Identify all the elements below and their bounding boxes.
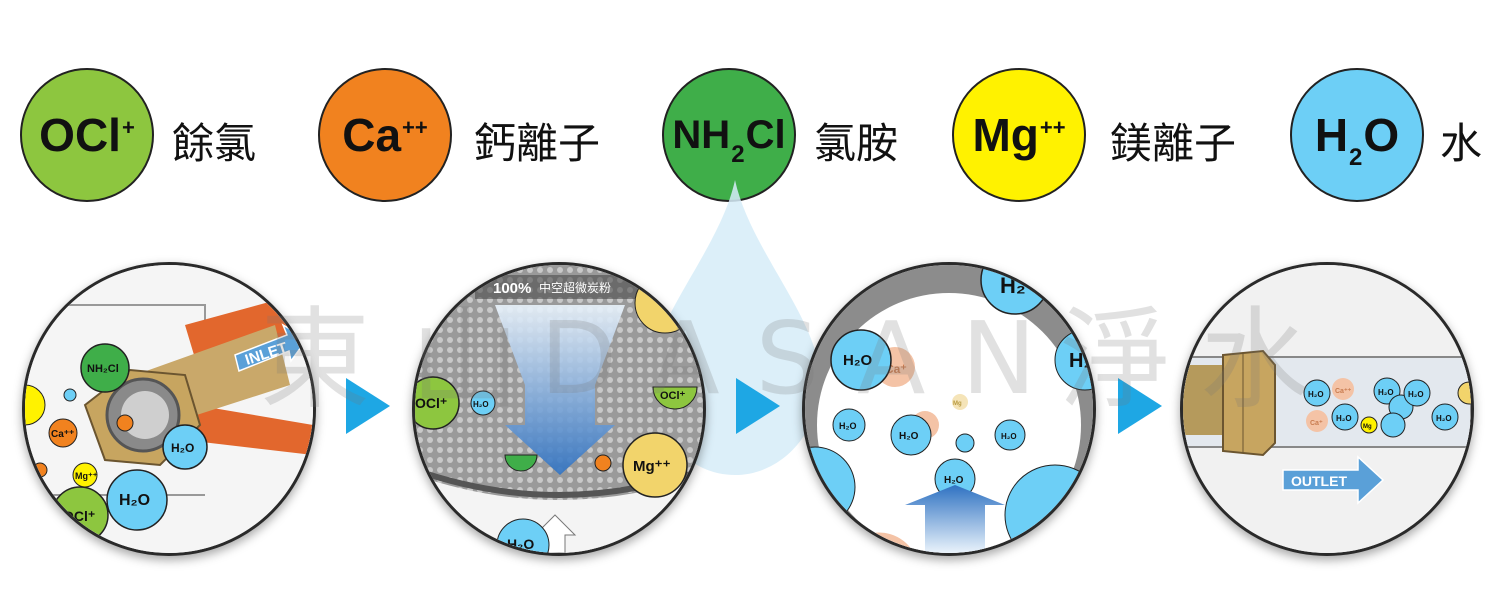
outlet-label: OUTLET [1291,473,1347,489]
h2o-molecule: H₂O [171,441,194,455]
mg-circle: Mg++ [952,68,1086,202]
nh2cl-circle: NH2Cl [662,68,796,202]
banner-text: 中空超微炭粉 [539,280,611,295]
ca-molecule: Ca⁺⁺ [51,429,74,440]
h2-molecule-top: H₂ [1000,273,1026,298]
h2-molecule-right: H₂ [1069,350,1092,372]
ocl-molecule-half: OCl⁺ [660,390,686,402]
mg-molecule: Mg⁺⁺ [75,471,98,481]
mg-molecule: Mg⁺⁺ [633,458,671,475]
h2o-molecule-large: H₂O [119,492,150,509]
h2o-molecule-right: H₂O [1001,432,1017,441]
mg-molecule: Mg [1363,424,1372,430]
h2o-molecule-5: H₂O [1436,414,1452,423]
flow-arrow-icon [736,378,780,434]
ocl-label: 餘氯 [172,119,257,168]
h2o-molecule-mid: H₂O [899,431,919,442]
h2o-circle: H2O [1290,68,1424,202]
panel-pores: H₂ H₂ Ca⁺ H₂O Mg H₂O H₂O H₂O H₂O [802,262,1096,556]
h2o-molecule-small: H₂O [473,400,489,409]
ocl-molecule: OCl⁺ [63,508,95,524]
h2o-molecule-bottom: H₂O [507,536,534,552]
h2o-molecule-4: H₂O [1408,390,1424,399]
h2o-molecule-bottom: H₂O [944,475,964,486]
mg-molecule-faded: Mg [953,401,962,407]
h2o-molecule-3: H₂O [1378,388,1394,397]
h2o-molecule: H₂O [843,352,872,369]
ca-circle: Ca++ [318,68,452,202]
ocl-molecule: OCl⁺ [415,395,447,411]
banner-percent: 100% [493,280,531,297]
ca-molecule: Ca⁺⁺ [1335,388,1352,395]
h2o-molecule: H₂O [1308,390,1324,399]
nh2cl-molecule: NH₂Cl [87,363,119,375]
ca-label: 鈣離子 [474,119,601,168]
mg-label: 鎂離子 [1110,119,1237,168]
h2o-molecule-2: H₂O [1336,414,1352,423]
panel-inlet: INLET NH₂Cl Ca⁺⁺ H₂O H₂O Mg⁺⁺ OCl⁺ [22,262,316,556]
flow-arrow-icon [1118,378,1162,434]
ca-molecule-2: Ca⁺ [1310,420,1323,427]
h2o-molecule-left: H₂O [839,421,857,431]
flow-arrow-icon [346,378,390,434]
ocl-circle: OCl+ [20,68,154,202]
panel-outlet: H₂O Ca⁺⁺ Ca⁺ H₂O Mg H₂O H₂O H₂O OUTLET [1180,262,1474,556]
h2o-label: 水 [1440,119,1483,168]
nh2cl-label: 氯胺 [814,119,899,168]
panel-carbon-filter: 100% 中空超微炭粉 OCl⁺ H₂O OCl⁺ Mg⁺⁺ H₂O [412,262,706,556]
legend: OCl+ 餘氯 Ca++ 鈣離子 NH2Cl 氯胺 Mg++ 鎂離子 H2O 水 [0,60,1500,220]
